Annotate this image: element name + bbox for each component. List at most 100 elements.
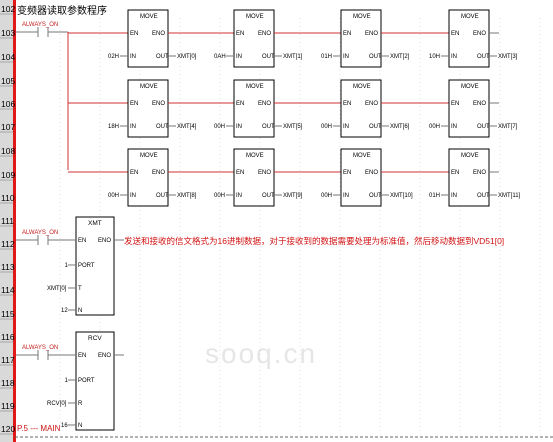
row-number: 106 — [1, 99, 15, 109]
out-value: XMT[5] — [283, 124, 303, 130]
pin-in: IN — [451, 124, 457, 130]
pin-en: EN — [451, 31, 459, 37]
move-block — [233, 79, 275, 138]
pin-eno: ENO — [365, 101, 378, 107]
xmt-pin-eno: ENO — [98, 238, 111, 244]
pin-out: OUT — [262, 193, 275, 199]
in-value: 10H — [429, 54, 440, 60]
row-number: 111 — [1, 216, 14, 226]
in-value: 01H — [321, 54, 332, 60]
contact-label: ALWAYS_ON — [22, 345, 58, 351]
row-number: 107 — [1, 122, 15, 132]
out-value: XMT[7] — [498, 124, 518, 130]
move-block — [448, 148, 490, 207]
row-number: 116 — [1, 332, 15, 342]
pin-in: IN — [451, 193, 457, 199]
pin-eno: ENO — [152, 101, 165, 107]
watermark: sooq.cn — [205, 338, 318, 369]
out-value: XMT[11] — [498, 193, 521, 199]
pin-out: OUT — [156, 193, 169, 199]
in-value: 00H — [429, 124, 440, 130]
pin-in: IN — [236, 54, 242, 60]
pin-eno: ENO — [365, 170, 378, 176]
pin-eno: ENO — [152, 31, 165, 37]
rcv-block — [75, 331, 115, 431]
pin-in: IN — [130, 124, 136, 130]
move-block-name: MOVE — [246, 14, 264, 20]
move-block — [448, 79, 490, 138]
contact-label: ALWAYS_ON — [22, 230, 58, 236]
move-block-name: MOVE — [461, 14, 479, 20]
pin-out: OUT — [156, 54, 169, 60]
in-value: 00H — [108, 193, 119, 199]
pin-eno: ENO — [258, 101, 271, 107]
row-number: 114 — [1, 285, 15, 295]
move-block-name: MOVE — [353, 153, 371, 159]
move-block-name: MOVE — [140, 84, 158, 90]
out-value: XMT[0] — [177, 54, 197, 60]
contact-label: ALWAYS_ON — [22, 22, 58, 28]
rcv-pin: PORT — [78, 378, 95, 384]
row-number: 118 — [1, 378, 15, 388]
move-block — [127, 79, 169, 138]
in-value: 00H — [214, 193, 225, 199]
row-number: 105 — [1, 76, 15, 86]
move-block-name: MOVE — [140, 14, 158, 20]
xmt-pin: N — [78, 308, 82, 314]
move-block-name: MOVE — [353, 84, 371, 90]
in-value: 18H — [108, 124, 119, 130]
pin-eno: ENO — [258, 31, 271, 37]
pin-in: IN — [236, 193, 242, 199]
move-block-name: MOVE — [246, 153, 264, 159]
in-value: 02H — [108, 54, 119, 60]
pin-out: OUT — [262, 124, 275, 130]
pin-out: OUT — [262, 54, 275, 60]
rcv-pin: R — [78, 401, 83, 407]
pin-en: EN — [343, 170, 351, 176]
move-block — [340, 9, 382, 68]
pin-eno: ENO — [365, 31, 378, 37]
pin-en: EN — [130, 101, 138, 107]
pin-in: IN — [343, 54, 349, 60]
pin-in: IN — [451, 54, 457, 60]
pin-in: IN — [236, 124, 242, 130]
move-block-name: MOVE — [353, 14, 371, 20]
pin-out: OUT — [369, 193, 382, 199]
move-block-name: MOVE — [461, 153, 479, 159]
move-block — [448, 9, 490, 68]
pin-in: IN — [130, 54, 136, 60]
out-value: XMT[2] — [390, 54, 410, 60]
in-value: 01H — [429, 193, 440, 199]
xmt-pin: PORT — [78, 263, 95, 269]
row-number: 113 — [1, 262, 15, 272]
xmt-pin: EN — [78, 238, 86, 244]
pin-en: EN — [130, 31, 138, 37]
out-value: XMT[10] — [390, 193, 413, 199]
row-number: 115 — [1, 309, 15, 319]
out-value: XMT[1] — [283, 54, 303, 60]
move-block — [340, 148, 382, 207]
rcv-pin-value: RCV[0] — [47, 401, 67, 407]
out-value: XMT[6] — [390, 124, 410, 130]
in-value: 00H — [321, 193, 332, 199]
row-number: 104 — [1, 52, 15, 62]
move-block-name: MOVE — [140, 153, 158, 159]
xmt-block-name: XMT — [88, 220, 102, 227]
move-block — [127, 9, 169, 68]
pin-en: EN — [236, 170, 244, 176]
pin-out: OUT — [477, 54, 490, 60]
rcv-pin-eno: ENO — [98, 353, 111, 359]
rcv-block-name: RCV — [88, 335, 102, 342]
rcv-pin-value: 1 — [65, 378, 69, 384]
pin-in: IN — [343, 193, 349, 199]
row-number: 109 — [1, 170, 15, 180]
out-value: XMT[3] — [498, 54, 518, 60]
xmt-pin-value: 12 — [61, 308, 68, 314]
move-block-name: MOVE — [246, 84, 264, 90]
row-number: 103 — [1, 28, 15, 38]
program-title: 变频器读取参数程序 — [17, 6, 107, 17]
rcv-pin-value: 16 — [61, 423, 68, 429]
power-rail — [13, 0, 16, 442]
